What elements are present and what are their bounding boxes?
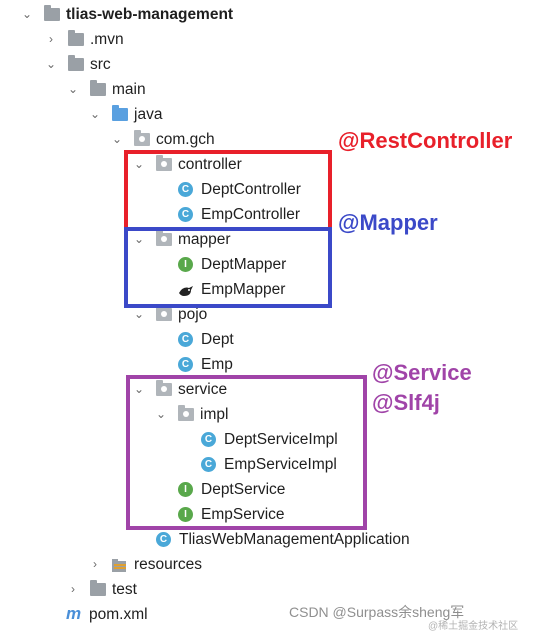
emp-controller-label: EmpController — [201, 206, 301, 223]
pojo-label: pojo — [178, 306, 208, 323]
test-label: test — [112, 581, 137, 598]
dept-mapper-label: DeptMapper — [201, 256, 287, 273]
dept-service-impl-label: DeptServiceImpl — [224, 431, 338, 448]
class-icon: C — [178, 182, 193, 197]
mybatis-bird-icon — [178, 282, 194, 297]
package-icon — [178, 405, 194, 421]
impl-label: impl — [200, 406, 229, 423]
chevron-down-icon[interactable]: ⌄ — [21, 7, 33, 21]
package-icon — [156, 230, 172, 246]
mapper-annotation: @Mapper — [338, 210, 438, 235]
dept-service-label: DeptService — [201, 481, 286, 498]
chevron-down-icon[interactable]: ⌄ — [133, 307, 145, 321]
package-icon — [156, 380, 172, 396]
chevron-down-icon[interactable]: ⌄ — [155, 407, 167, 421]
source-folder-icon — [112, 105, 128, 121]
csdn-watermark: CSDN @Surpass余sheng军 — [289, 604, 465, 620]
chevron-right-icon[interactable]: › — [49, 32, 53, 46]
package-label: com.gch — [156, 131, 215, 148]
class-icon: C — [201, 432, 216, 447]
chevron-down-icon[interactable]: ⌄ — [89, 107, 101, 121]
package-icon — [156, 155, 172, 171]
interface-icon: I — [178, 482, 193, 497]
emp-service-impl-label: EmpServiceImpl — [224, 456, 337, 473]
interface-icon: I — [178, 257, 193, 272]
dept-label: Dept — [201, 331, 234, 348]
main-label: main — [112, 81, 146, 98]
resources-folder-icon — [112, 557, 128, 572]
emp-service-label: EmpService — [201, 506, 285, 523]
mvn-label: .mvn — [90, 31, 124, 48]
service-highlight-box — [126, 375, 367, 530]
slf4j-annotation: @Slf4j — [372, 390, 440, 415]
mapper-highlight-box — [124, 227, 332, 308]
chevron-down-icon[interactable]: ⌄ — [67, 82, 79, 96]
application-label: TliasWebManagementApplication — [179, 531, 410, 548]
emp-mapper-label: EmpMapper — [201, 281, 286, 298]
interface-icon: I — [178, 507, 193, 522]
chevron-down-icon[interactable]: ⌄ — [133, 157, 145, 171]
chevron-down-icon[interactable]: ⌄ — [133, 382, 145, 396]
chevron-right-icon[interactable]: › — [71, 582, 75, 596]
class-icon: C — [178, 207, 193, 222]
service-annotation: @Service — [372, 360, 472, 385]
emp-label: Emp — [201, 356, 233, 373]
mapper-label: mapper — [178, 231, 231, 248]
controller-highlight-box — [124, 150, 332, 231]
module-folder-icon — [44, 5, 60, 21]
package-icon — [134, 130, 150, 146]
maven-icon: m — [66, 604, 82, 623]
juejin-watermark: @稀土掘金技术社区 — [428, 621, 519, 632]
pom-label: pom.xml — [89, 606, 148, 623]
spring-boot-class-icon: C — [156, 532, 171, 547]
folder-icon — [90, 80, 106, 96]
chevron-down-icon[interactable]: ⌄ — [45, 57, 57, 71]
class-icon: C — [201, 457, 216, 472]
folder-icon — [68, 30, 84, 46]
project-label: tlias-web-management — [66, 6, 234, 23]
java-label: java — [134, 106, 163, 123]
src-label: src — [90, 56, 111, 73]
resources-label: resources — [134, 556, 203, 573]
dept-controller-label: DeptController — [201, 181, 301, 198]
package-icon — [156, 305, 172, 321]
chevron-down-icon[interactable]: ⌄ — [111, 132, 123, 146]
chevron-right-icon[interactable]: › — [93, 557, 97, 571]
rest-controller-annotation: @RestController — [338, 128, 513, 153]
folder-icon — [90, 580, 106, 596]
service-label: service — [178, 381, 228, 398]
class-icon: C — [178, 332, 193, 347]
chevron-down-icon[interactable]: ⌄ — [133, 232, 145, 246]
folder-icon — [68, 55, 84, 71]
class-icon: C — [178, 357, 193, 372]
controller-label: controller — [178, 156, 242, 173]
